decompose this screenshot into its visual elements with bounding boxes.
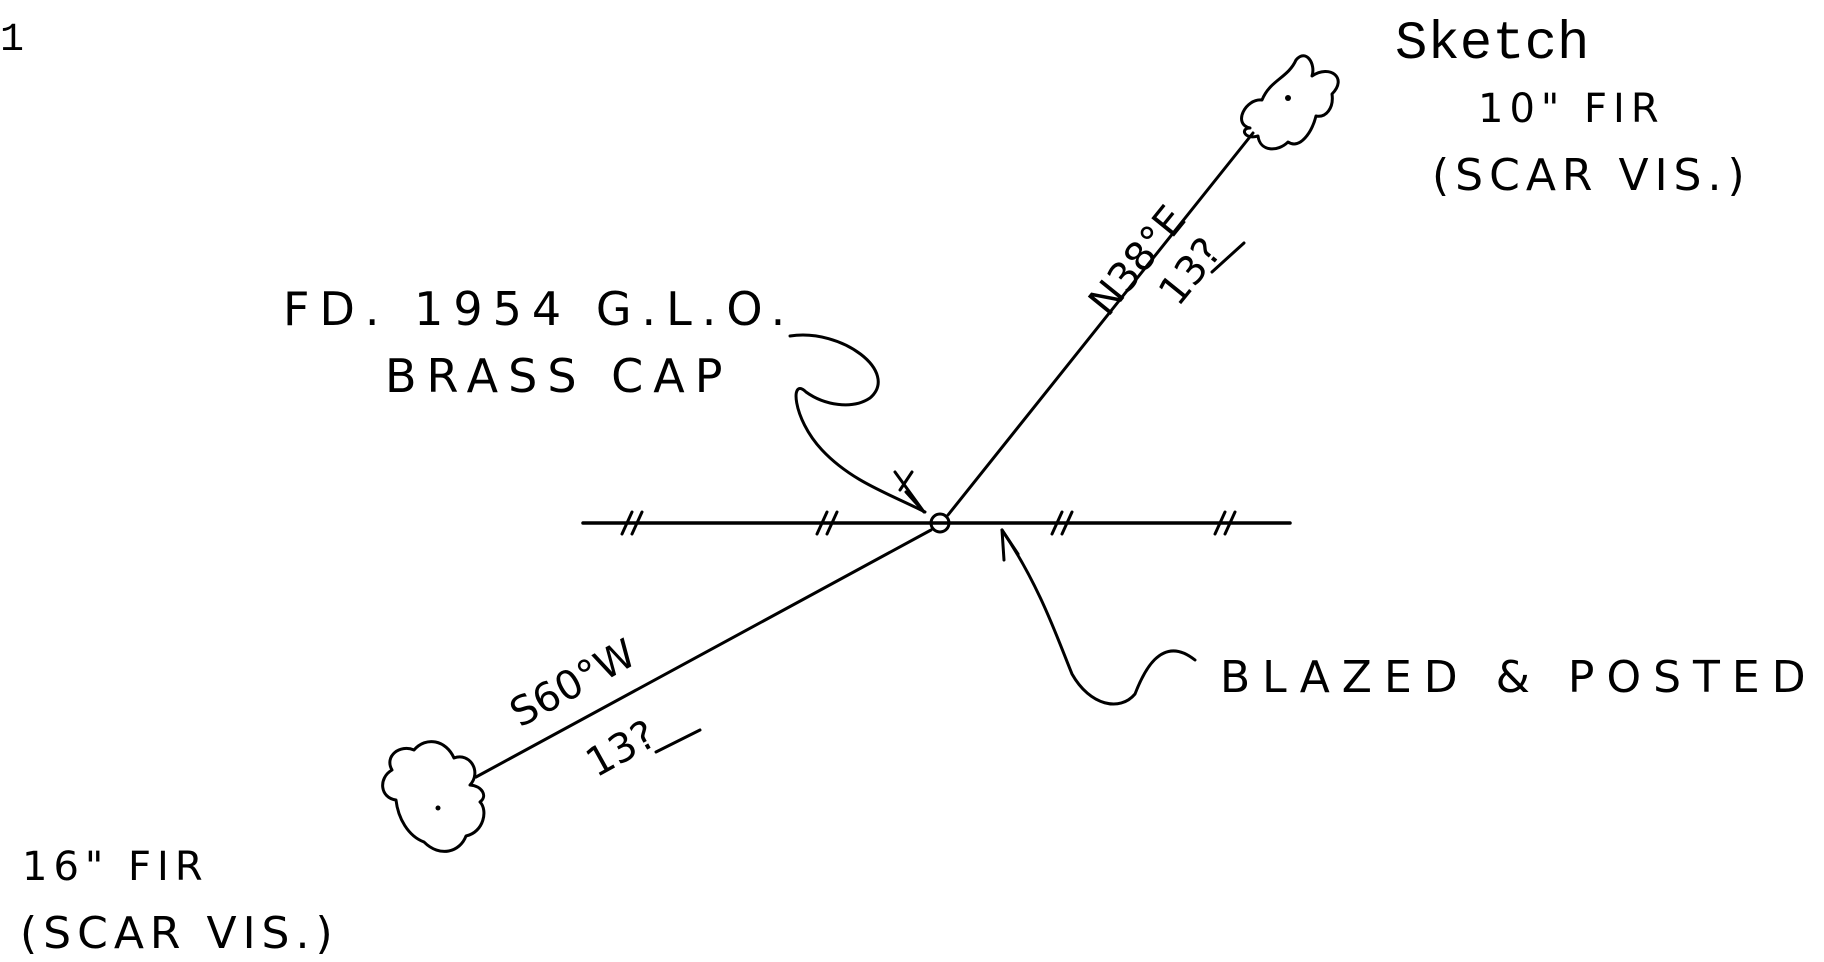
corner-label-line2: BRASS CAP [385, 349, 732, 403]
tree-center-dot [435, 805, 441, 811]
bearing-line-sw [474, 528, 933, 779]
tree-sw-size: 16" FIR [22, 844, 209, 890]
section-line-note: BLAZED & POSTED [1220, 652, 1818, 703]
corner-label-line1: FD. 1954 G.L.O. [283, 282, 795, 336]
tree-sw-note: (SCAR VIS.) [20, 908, 339, 959]
tree-center-dot [1285, 95, 1291, 101]
brass-cap-leader-arrow [788, 333, 927, 514]
bearing-ne-distance-underline [1210, 241, 1246, 274]
page-marker: 1 [0, 18, 24, 63]
corner-monument [929, 512, 951, 534]
bearing-sw-distance: 13? [579, 712, 664, 787]
bearing-sw-distance-underline [654, 728, 702, 754]
bearing-sw-label: S60°W [503, 631, 644, 737]
bearing-line-ne [946, 131, 1255, 517]
sketch-title: Sketch [1395, 14, 1589, 75]
section-line [581, 510, 1292, 536]
bearing-tree-sw [381, 740, 486, 853]
section-line-ticks [620, 510, 1237, 536]
bearing-tree-ne [1240, 54, 1340, 151]
tree-ne-note: (SCAR VIS.) [1432, 150, 1751, 201]
blazed-posted-leader-arrow [1000, 528, 1197, 706]
tree-ne-size: 10" FIR [1478, 86, 1665, 132]
